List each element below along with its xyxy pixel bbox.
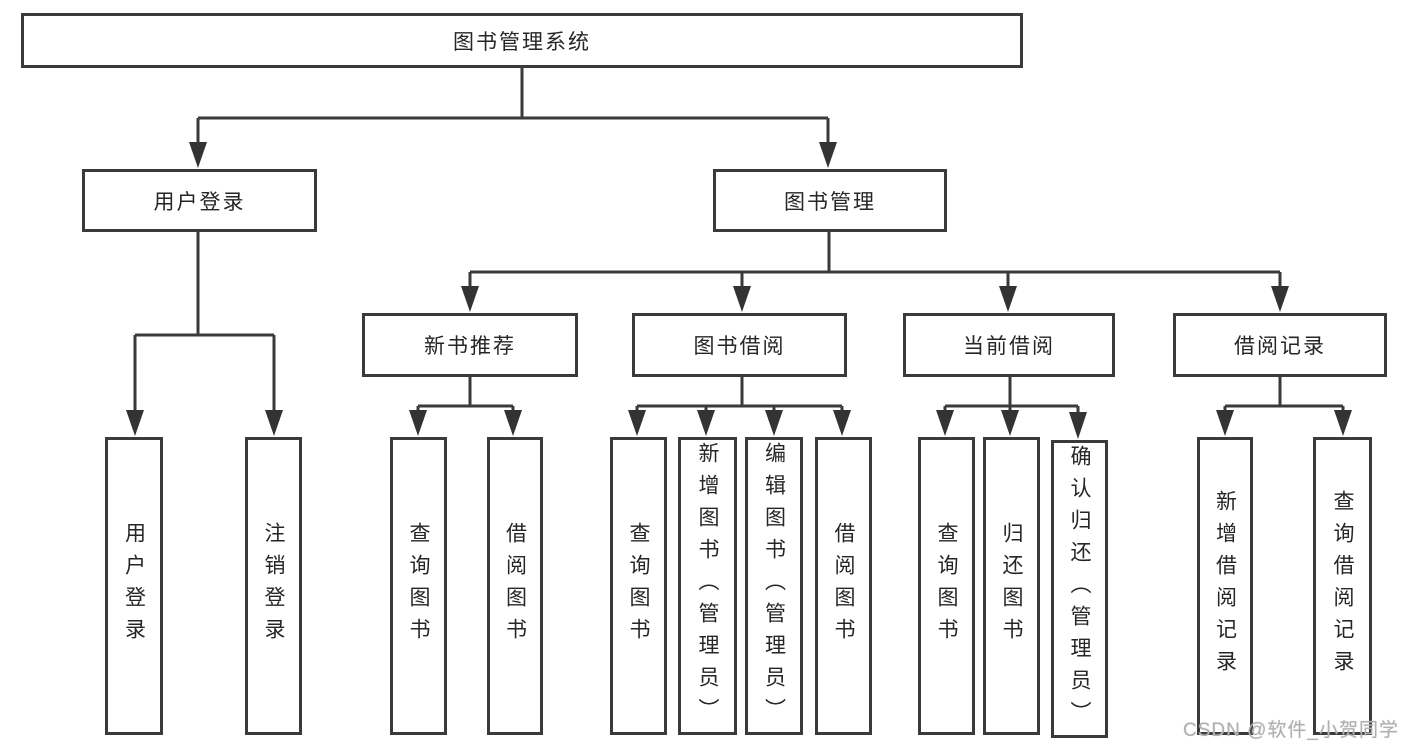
node-borrowing-records-label: 借阅记录 [1234, 335, 1326, 358]
leaf-query-books-3: 查询图书 [918, 437, 975, 735]
leaf-return-books: 归还图书 [983, 437, 1040, 735]
leaf-user-login-label: 用户登录 [122, 522, 146, 650]
leaf-query-books-2-label: 查询图书 [627, 522, 650, 650]
leaf-query-books-3-label: 查询图书 [935, 522, 958, 650]
node-book-management: 图书管理 [713, 169, 947, 232]
node-new-book-recommend: 新书推荐 [362, 313, 578, 377]
node-borrowing-records: 借阅记录 [1173, 313, 1387, 377]
leaf-query-borrow-record: 查询借阅记录 [1313, 437, 1372, 735]
csdn-watermark: CSDN @软件_小贺同学 [1183, 720, 1399, 741]
node-current-borrowing-label: 当前借阅 [963, 335, 1055, 358]
leaf-edit-books-admin: 编辑图书（管理员） [745, 437, 803, 735]
leaf-add-books-admin-label: 新增图书（管理员） [696, 442, 719, 730]
leaf-confirm-return-admin-label: 确认归还（管理员） [1068, 445, 1091, 733]
leaf-user-login: 用户登录 [105, 437, 163, 735]
leaf-return-books-label: 归还图书 [1000, 522, 1023, 650]
arrowhead-icons [126, 142, 1352, 439]
node-library-system-label: 图书管理系统 [453, 30, 591, 54]
leaf-logout: 注销登录 [245, 437, 302, 735]
leaf-add-borrow-record-label: 新增借阅记录 [1213, 490, 1237, 682]
node-book-management-label: 图书管理 [784, 190, 876, 214]
node-user-login-label: 用户登录 [153, 190, 246, 214]
leaf-borrow-books-1: 借阅图书 [487, 437, 543, 735]
node-new-book-recommend-label: 新书推荐 [424, 335, 516, 358]
node-book-borrowing: 图书借阅 [632, 313, 847, 377]
leaf-borrow-books-2-label: 借阅图书 [832, 522, 855, 650]
node-user-login: 用户登录 [82, 169, 317, 232]
leaf-logout-label: 注销登录 [262, 522, 285, 650]
leaf-confirm-return-admin: 确认归还（管理员） [1051, 440, 1108, 738]
leaf-borrow-books-1-label: 借阅图书 [503, 522, 527, 650]
leaf-add-books-admin: 新增图书（管理员） [678, 437, 737, 735]
node-library-system: 图书管理系统 [21, 13, 1023, 68]
node-book-borrowing-label: 图书借阅 [693, 335, 786, 358]
node-current-borrowing: 当前借阅 [903, 313, 1115, 377]
leaf-edit-books-admin-label: 编辑图书（管理员） [762, 442, 786, 730]
leaf-query-books-2: 查询图书 [610, 437, 667, 735]
leaf-query-borrow-record-label: 查询借阅记录 [1331, 490, 1354, 682]
leaf-borrow-books-2: 借阅图书 [815, 437, 872, 735]
leaf-query-books-1: 查询图书 [390, 437, 447, 735]
leaf-add-borrow-record: 新增借阅记录 [1197, 437, 1253, 735]
leaf-query-books-1-label: 查询图书 [407, 522, 430, 650]
